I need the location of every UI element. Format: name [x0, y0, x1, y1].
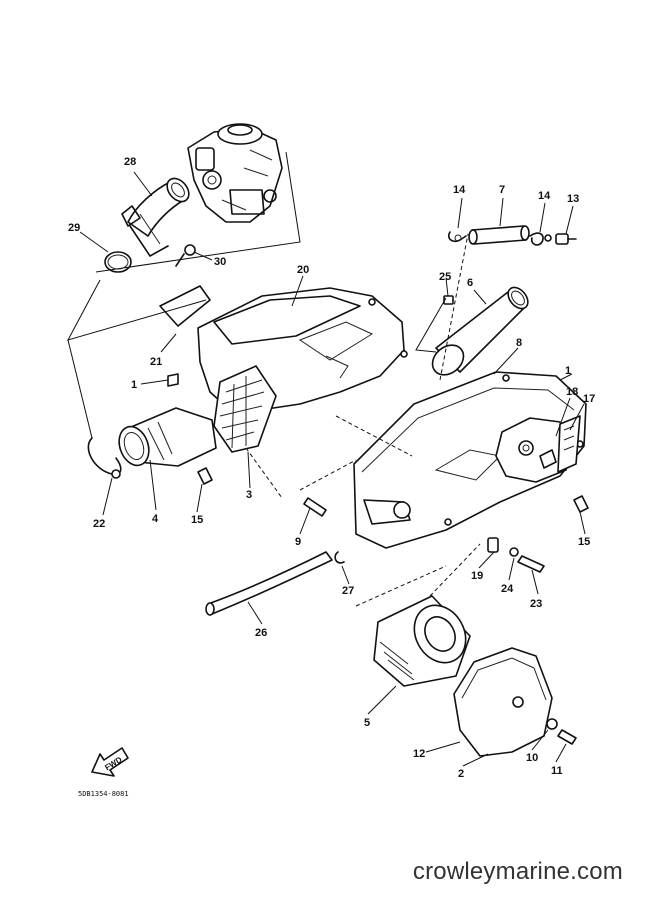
carburetor-joint-28 — [121, 177, 190, 257]
bolt-23 — [517, 555, 545, 573]
callout-28: 28 — [124, 156, 136, 168]
drawing-code: 5DB1354-8081 — [78, 790, 129, 798]
collar-19 — [487, 537, 499, 553]
clip-27 — [334, 551, 345, 564]
drain-hose-26 — [205, 551, 333, 616]
callout-14-right: 14 — [538, 190, 551, 202]
callout-1-right: 1 — [565, 365, 571, 377]
callout-20: 20 — [297, 264, 309, 276]
callout-24: 24 — [501, 583, 514, 595]
callout-27: 27 — [342, 585, 354, 597]
filter-element-5 — [373, 595, 471, 687]
clamp-29 — [104, 251, 132, 273]
callout-7: 7 — [499, 184, 505, 196]
hose-clamp-22 — [87, 437, 122, 479]
hose-clamp-14-right — [529, 232, 552, 246]
intake-duct-6 — [431, 286, 529, 376]
callout-13: 13 — [567, 193, 579, 205]
air-filter-case-body-8 — [353, 371, 587, 549]
assembly-line-lower — [355, 543, 481, 607]
callout-15-left: 15 — [191, 514, 203, 526]
gasket-3 — [213, 365, 277, 453]
callout-11: 11 — [551, 765, 563, 777]
callout-25: 25 — [439, 271, 451, 283]
callout-12: 12 — [413, 748, 425, 760]
callout-4: 4 — [152, 513, 159, 525]
carburetor-drawing — [187, 123, 283, 223]
callout-2: 2 — [458, 768, 464, 780]
watermark-text: crowleymarine.com — [412, 858, 623, 885]
callout-30: 30 — [214, 256, 226, 268]
washer-10 — [546, 718, 558, 730]
callout-18: 18 — [566, 386, 578, 398]
callout-1-left: 1 — [131, 379, 137, 391]
callout-21: 21 — [150, 356, 162, 368]
air-intake-joint-4 — [118, 407, 217, 467]
hose-clamp-14-left — [447, 231, 467, 243]
callout-15-right: 15 — [578, 536, 590, 548]
label-17 — [557, 415, 581, 473]
cover-plate-18 — [495, 417, 575, 483]
clip-25 — [443, 295, 454, 305]
bolt-11 — [557, 729, 577, 745]
bolt-15-right — [573, 495, 589, 513]
forward-direction-arrow-icon: FWD — [91, 747, 129, 777]
hose-7 — [468, 225, 530, 245]
callout-6: 6 — [467, 277, 473, 289]
callout-9: 9 — [295, 536, 301, 548]
callout-leaders — [79, 171, 586, 767]
callout-17: 17 — [583, 393, 595, 405]
callout-8: 8 — [516, 337, 522, 349]
screw-1-left — [167, 373, 179, 387]
callout-22: 22 — [93, 518, 105, 530]
callout-14-left: 14 — [453, 184, 466, 196]
assembly-line-upper — [245, 233, 469, 499]
air-filter-cover-2 — [453, 647, 553, 757]
bolt-9 — [303, 497, 327, 517]
callout-3: 3 — [246, 489, 252, 501]
washer-24 — [509, 547, 519, 557]
callout-5: 5 — [364, 717, 370, 729]
screw-30 — [175, 244, 196, 267]
callout-23: 23 — [530, 598, 542, 610]
callout-26: 26 — [255, 627, 267, 639]
callout-10: 10 — [526, 752, 538, 764]
bolt-13 — [555, 233, 577, 245]
callout-19: 19 — [471, 570, 483, 582]
group-bracket-line — [95, 151, 301, 273]
bolt-15-left — [197, 467, 213, 485]
callout-29: 29 — [68, 222, 80, 234]
